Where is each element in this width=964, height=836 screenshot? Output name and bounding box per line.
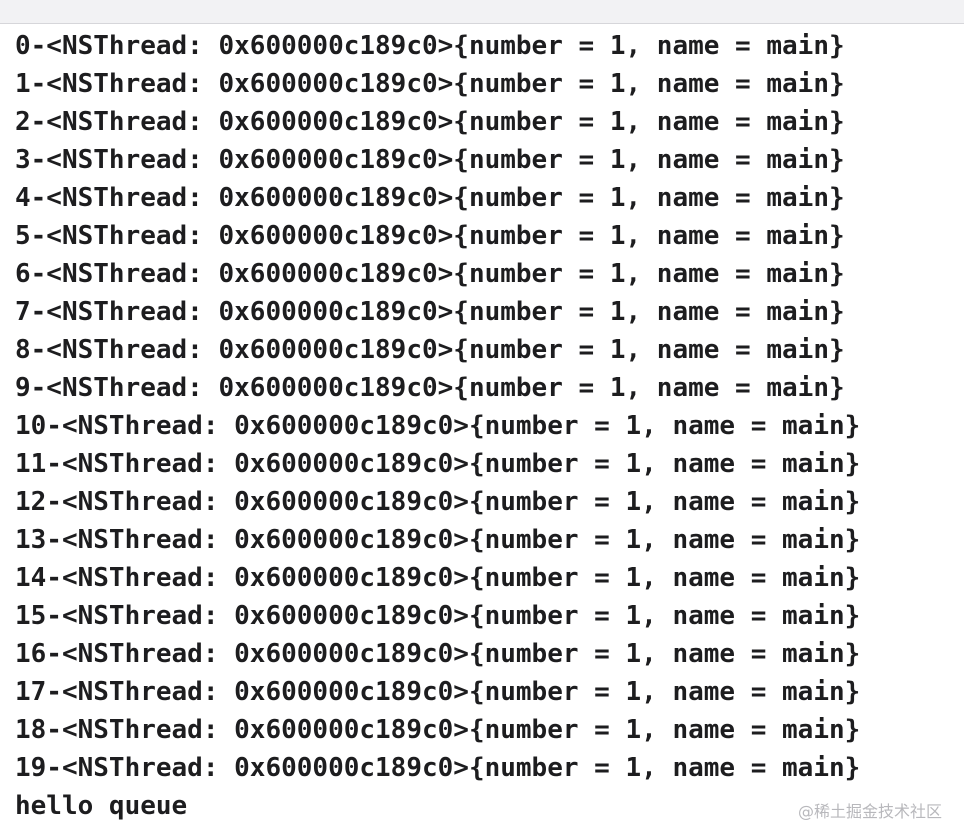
log-line: 12-<NSThread: 0x600000c189c0>{number = 1… [15,487,861,517]
log-line: 2-<NSThread: 0x600000c189c0>{number = 1,… [15,107,845,137]
log-line: 17-<NSThread: 0x600000c189c0>{number = 1… [15,677,861,707]
log-line: 5-<NSThread: 0x600000c189c0>{number = 1,… [15,221,845,251]
log-line: 3-<NSThread: 0x600000c189c0>{number = 1,… [15,145,845,175]
log-line: 8-<NSThread: 0x600000c189c0>{number = 1,… [15,335,845,365]
log-line: 9-<NSThread: 0x600000c189c0>{number = 1,… [15,373,845,403]
log-line: 19-<NSThread: 0x600000c189c0>{number = 1… [15,753,861,783]
log-line: 4-<NSThread: 0x600000c189c0>{number = 1,… [15,183,845,213]
log-output[interactable]: 0-<NSThread: 0x600000c189c0>{number = 1,… [15,27,955,825]
log-line: 1-<NSThread: 0x600000c189c0>{number = 1,… [15,69,845,99]
log-line: 0-<NSThread: 0x600000c189c0>{number = 1,… [15,31,845,61]
log-line: 18-<NSThread: 0x600000c189c0>{number = 1… [15,715,861,745]
console-top-bar [0,0,964,24]
log-line: 6-<NSThread: 0x600000c189c0>{number = 1,… [15,259,845,289]
watermark: @稀土掘金技术社区 [797,802,942,821]
log-line-hello-queue: hello queue [15,791,188,821]
log-line: 10-<NSThread: 0x600000c189c0>{number = 1… [15,411,861,441]
log-line: 11-<NSThread: 0x600000c189c0>{number = 1… [15,449,861,479]
log-line: 14-<NSThread: 0x600000c189c0>{number = 1… [15,563,861,593]
log-line: 15-<NSThread: 0x600000c189c0>{number = 1… [15,601,861,631]
log-line: 7-<NSThread: 0x600000c189c0>{number = 1,… [15,297,845,327]
log-line: 13-<NSThread: 0x600000c189c0>{number = 1… [15,525,861,555]
log-line: 16-<NSThread: 0x600000c189c0>{number = 1… [15,639,861,669]
